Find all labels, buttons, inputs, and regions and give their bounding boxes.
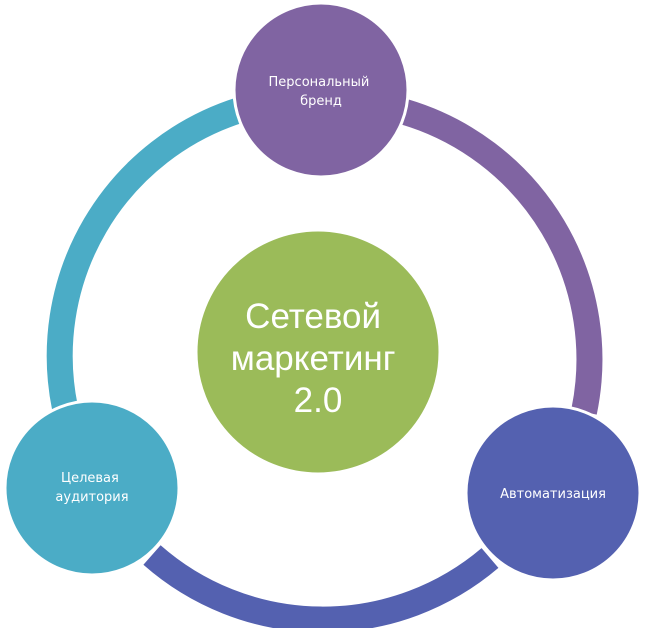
- node-automation-circle: [464, 404, 642, 582]
- node-personal-brand: Персональный бренд: [232, 1, 410, 179]
- node-personal-brand-label-line-1: Персональный: [269, 75, 370, 90]
- node-personal-brand-label-line-2: бренд: [300, 94, 342, 109]
- node-target-audience-label-line-1: Целевая: [61, 471, 119, 486]
- node-automation-label-line-1: Автоматизация: [500, 487, 606, 502]
- center-label-line-2: маркетинг: [231, 339, 396, 378]
- node-target-audience-label-line-2: аудитория: [55, 490, 128, 505]
- ring-segment-automation-to-audience: [143, 545, 499, 628]
- node-automation: Автоматизация: [464, 404, 642, 582]
- center-node: Сетевой маркетинг 2.0: [194, 228, 442, 476]
- node-target-audience-circle: [3, 399, 181, 577]
- node-personal-brand-label: Персональный бренд: [269, 75, 374, 109]
- node-personal-brand-circle: [232, 1, 410, 179]
- node-target-audience: Целевая аудитория: [3, 399, 181, 577]
- ring-segment-brand-to-automation: [401, 99, 603, 415]
- center-label-line-3: 2.0: [294, 381, 343, 420]
- center-circle: [194, 228, 442, 476]
- center-label-line-1: Сетевой: [245, 297, 381, 336]
- ring-segment-audience-to-brand: [46, 97, 244, 411]
- node-target-audience-label: Целевая аудитория: [55, 471, 128, 505]
- center-label: Сетевой маркетинг 2.0: [231, 297, 405, 420]
- node-automation-label: Автоматизация: [500, 487, 606, 502]
